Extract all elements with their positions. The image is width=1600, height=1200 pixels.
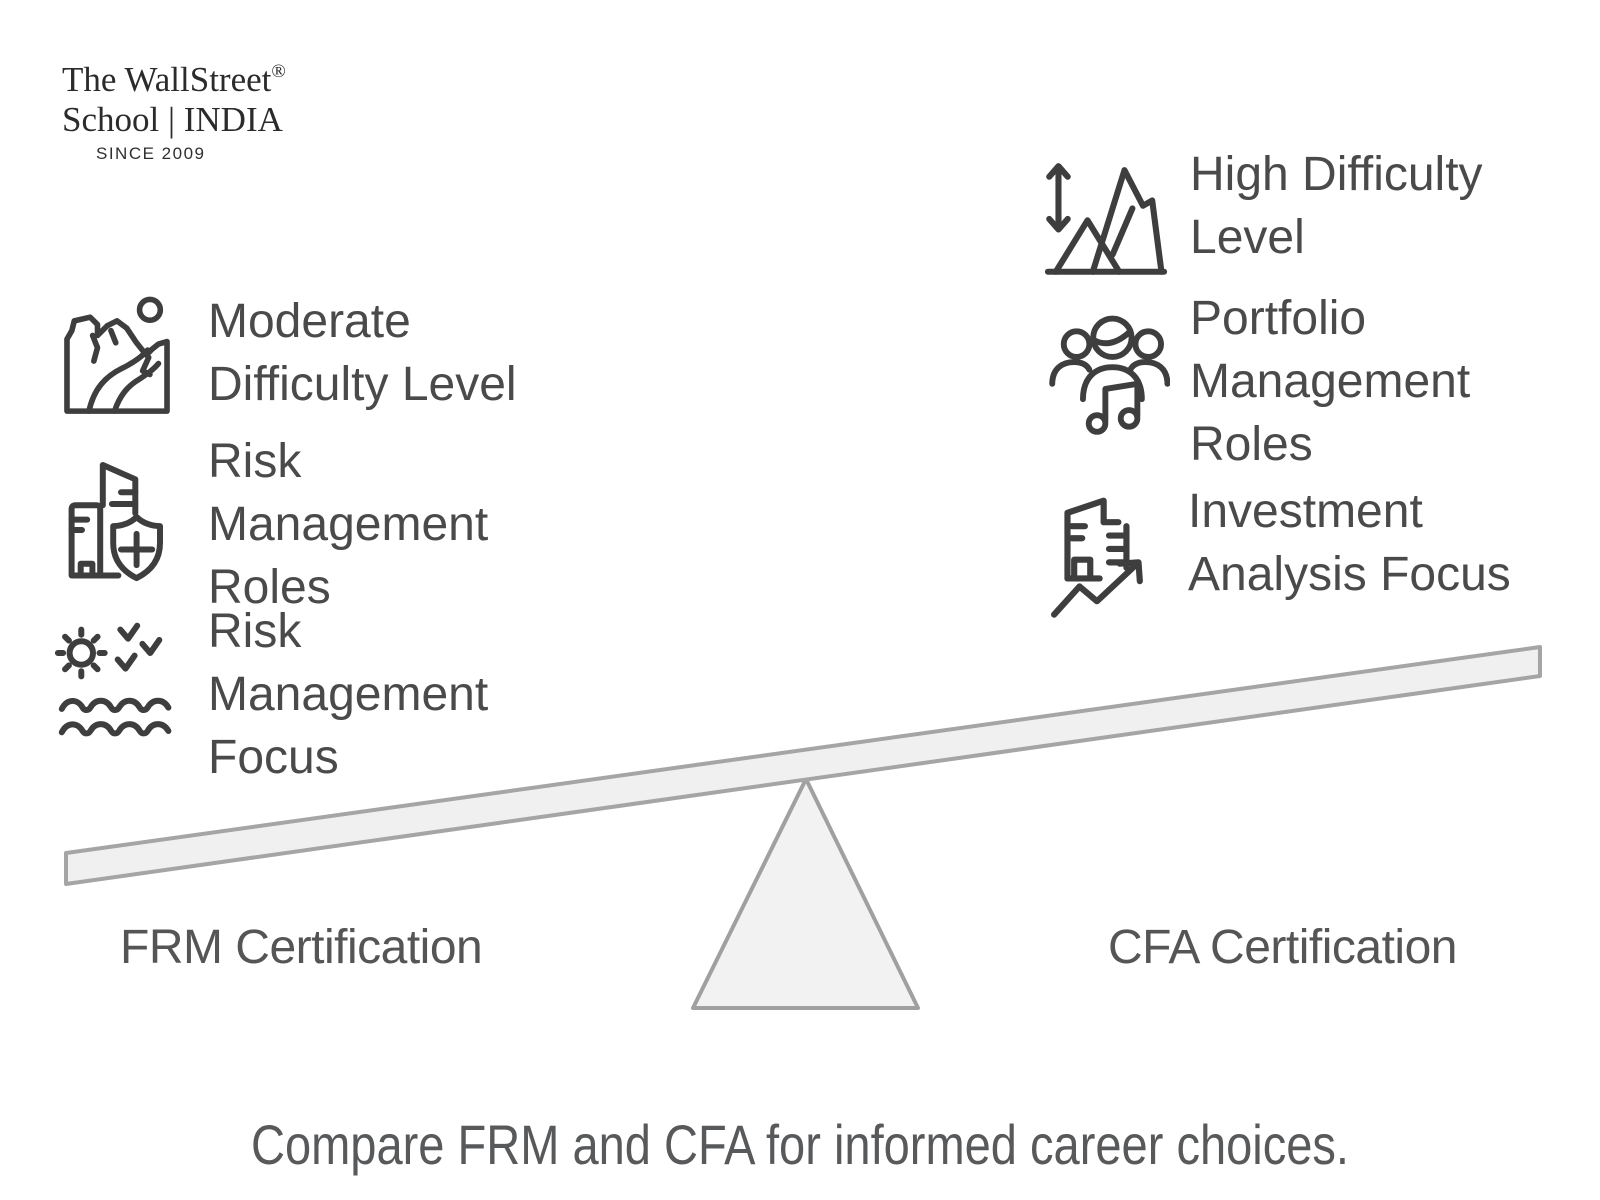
logo-name-part1: The WallStreet — [62, 60, 272, 99]
cfa-certification-label: CFA Certification — [1108, 921, 1457, 974]
item-label: High Difficulty Level — [1190, 148, 1483, 264]
fulcrum-triangle — [691, 777, 920, 1010]
item-label: Investment Analysis Focus — [1188, 485, 1511, 601]
list-item-portfolio-management-roles: Portfolio Management Roles — [1042, 287, 1470, 476]
list-item-moderate-difficulty: Moderate Difficulty Level — [56, 290, 517, 416]
team-music-note-icon — [1042, 307, 1170, 435]
list-item-risk-management-focus: Risk Management Focus — [54, 600, 488, 789]
logo-line1: The WallStreet® — [62, 52, 286, 100]
list-item-high-difficulty: High Difficulty Level — [1040, 143, 1483, 281]
sun-sea-waves-icon — [54, 614, 184, 744]
wallstreet-school-logo: The WallStreet® School | INDIA SINCE 200… — [62, 52, 286, 164]
rocky-terrain-icon — [56, 294, 178, 416]
building-growth-chart-icon — [1038, 490, 1172, 624]
registered-trademark-mark: ® — [271, 61, 286, 82]
logo-line2: School | INDIA — [62, 100, 283, 139]
list-item-investment-analysis-focus: Investment Analysis Focus — [1038, 480, 1511, 624]
comparison-caption: Compare FRM and CFA for informed career … — [250, 1113, 1350, 1176]
list-item-risk-management-roles: Risk Management Roles — [56, 430, 488, 619]
height-arrow-mountains-icon — [1040, 149, 1172, 281]
item-label: Portfolio Management Roles — [1190, 292, 1471, 471]
item-label: Moderate Difficulty Level — [208, 295, 517, 411]
item-label: Risk Management Roles — [208, 435, 489, 614]
logo-tagline: SINCE 2009 — [96, 144, 206, 163]
building-shield-icon — [56, 452, 186, 582]
frm-certification-label: FRM Certification — [120, 921, 483, 974]
seesaw-plank — [64, 645, 1542, 886]
item-label: Risk Management Focus — [208, 605, 489, 784]
